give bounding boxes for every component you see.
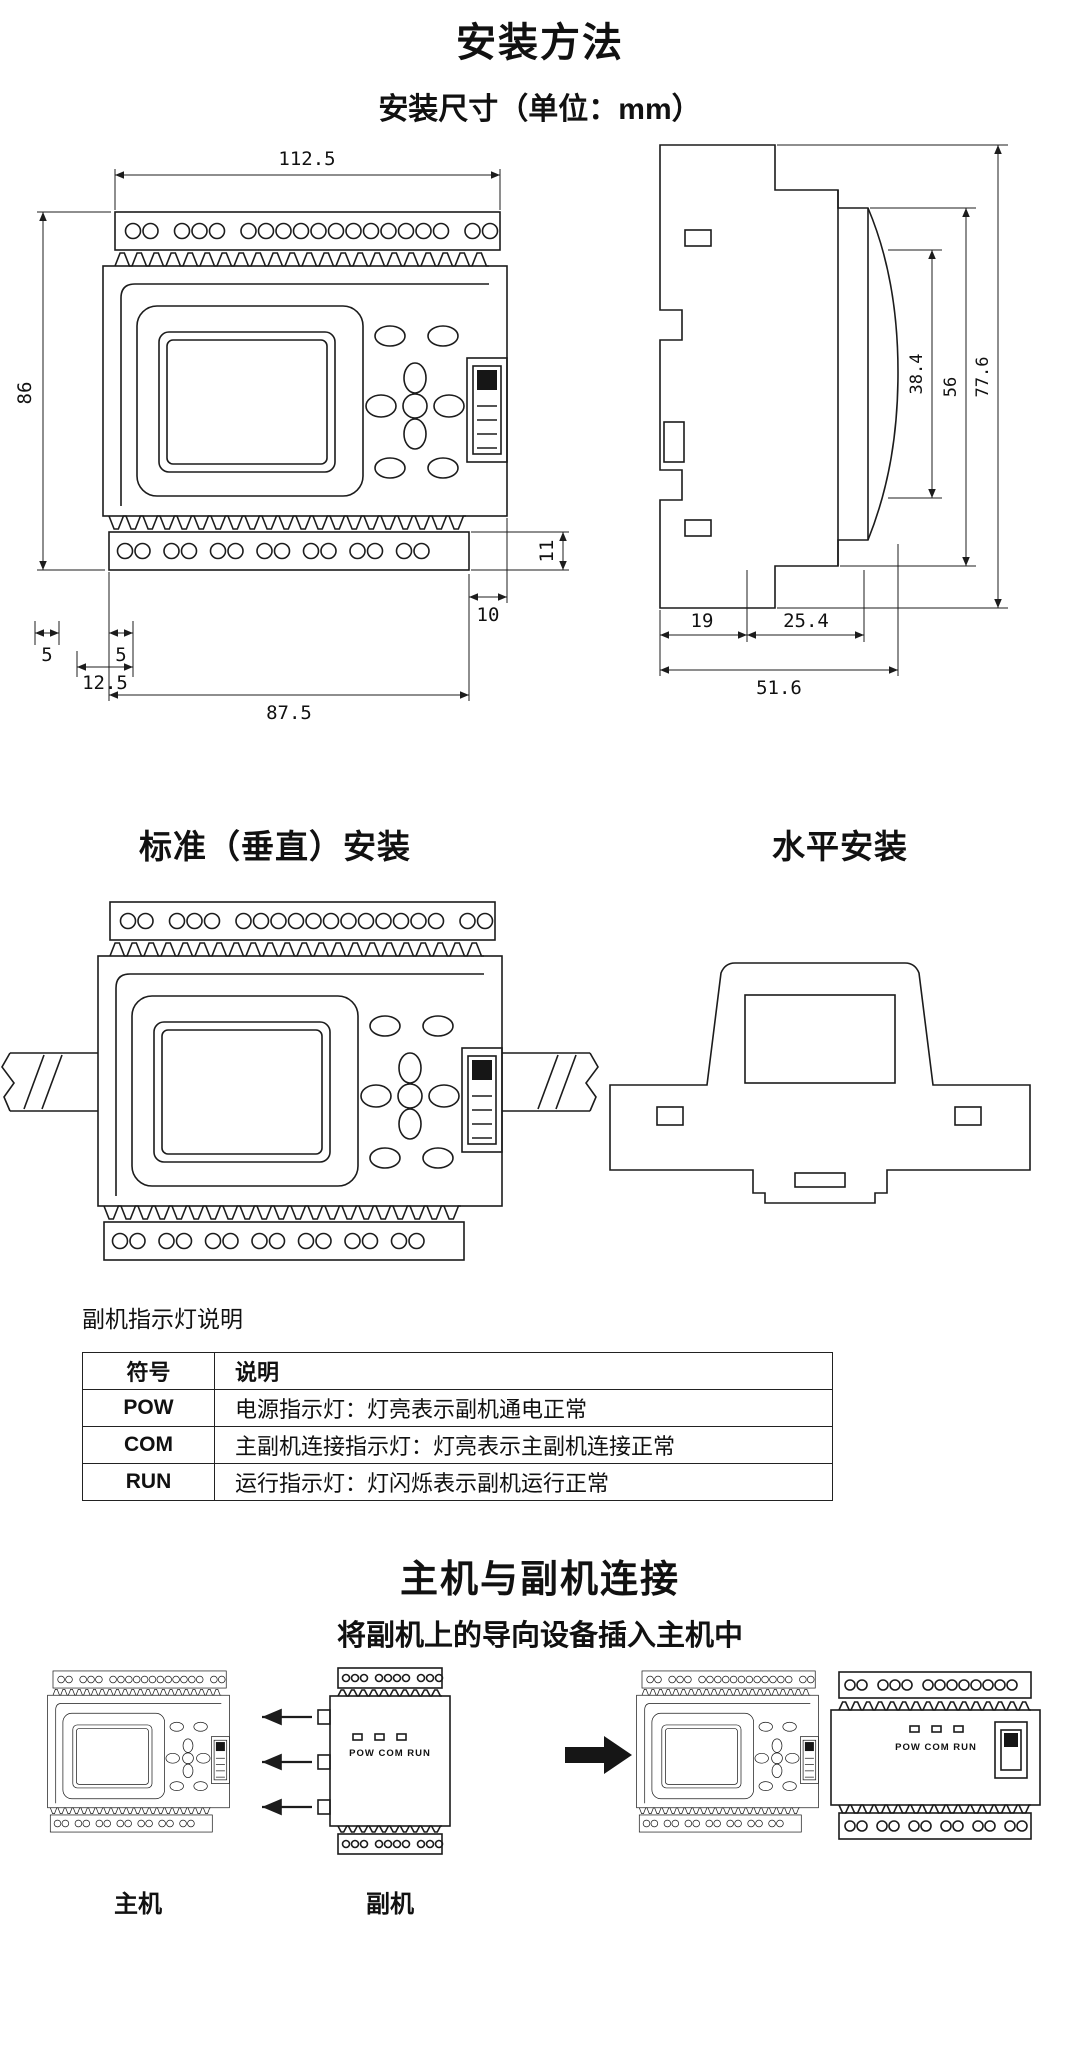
indicator-table: 符号 说明 POW 电源指示灯：灯亮表示副机通电正常 COM 主副机连接指示灯：… xyxy=(82,1352,833,1501)
dim-label: 77.6 xyxy=(973,357,993,398)
indicator-symbol: POW xyxy=(82,1389,215,1427)
page-subtitle: 安装尺寸（单位：mm） xyxy=(378,93,702,126)
horizontal-profile xyxy=(609,962,1031,1204)
module-side-profile xyxy=(659,144,899,609)
page-title: 安装方法 xyxy=(456,21,624,65)
din-rail xyxy=(1,1052,599,1112)
dim-overall-width xyxy=(114,169,501,210)
dim-rail-offset xyxy=(659,570,748,642)
slave-label: 副机 xyxy=(366,1891,414,1918)
dim-left-margin xyxy=(34,621,60,645)
dim-label: 112.5 xyxy=(278,148,335,170)
dim-label: 5 xyxy=(115,644,126,666)
indicator-description: 运行指示灯：灯闪烁表示副机运行正常 xyxy=(214,1463,833,1501)
slave-indicator-labels: POW COM RUN xyxy=(349,1748,431,1759)
table-row: COM 主副机连接指示灯：灯亮表示主副机连接正常 xyxy=(82,1426,833,1464)
dim-label: 5 xyxy=(41,644,52,666)
indicator-description: 电源指示灯：灯亮表示副机通电正常 xyxy=(214,1389,833,1427)
col-header-description: 说明 xyxy=(214,1352,833,1390)
dim-panel-depth xyxy=(840,207,976,567)
vertical-mount-title: 标准（垂直）安装 xyxy=(139,828,411,865)
connect-arrow-icon xyxy=(565,1736,632,1774)
indicator-caption: 副机指示灯说明 xyxy=(82,1306,243,1332)
insert-arrow-icons xyxy=(262,1708,312,1816)
horizontal-mount-drawing xyxy=(609,962,1031,1204)
dim-terminal-inset xyxy=(76,651,133,677)
dim-terminal-offset xyxy=(108,572,134,701)
dim-label: 86 xyxy=(15,382,36,405)
vertical-mount-drawing xyxy=(1,901,599,1261)
table-header-row: 符号 说明 xyxy=(82,1352,833,1390)
indicator-symbol: RUN xyxy=(82,1463,215,1501)
front-view-dimension-drawing: 112.5 86 11 10 5 5 12.5 xyxy=(15,148,569,724)
connection-title: 主机与副机连接 xyxy=(399,1559,680,1601)
table-row: POW 电源指示灯：灯亮表示副机通电正常 xyxy=(82,1389,833,1427)
dim-label: 10 xyxy=(477,604,500,626)
dim-overall-height xyxy=(37,211,111,571)
dim-overall-depth xyxy=(659,544,899,676)
slave-module xyxy=(317,1667,451,1855)
master-module xyxy=(47,1670,230,1833)
dim-label: 38.4 xyxy=(907,354,927,395)
col-header-symbol: 符号 xyxy=(82,1352,215,1390)
indicator-description: 主副机连接指示灯：灯亮表示主副机连接正常 xyxy=(214,1426,833,1464)
dim-label: 56 xyxy=(941,377,961,397)
horizontal-mount-title: 水平安装 xyxy=(772,828,908,865)
dim-terminal-height xyxy=(471,531,569,571)
connection-diagram: POW COM RUN POW COM RUN xyxy=(47,1667,1041,1855)
master-module-connected xyxy=(636,1670,819,1833)
dim-overall-height xyxy=(777,144,1008,609)
side-view-dimension-drawing: 38.4 56 77.6 19 25.4 51.6 xyxy=(659,144,1008,699)
dim-terminal-width xyxy=(109,574,470,701)
dim-label: 19 xyxy=(691,610,714,632)
dim-label: 51.6 xyxy=(756,677,802,699)
table-row: RUN 运行指示灯：灯闪烁表示副机运行正常 xyxy=(82,1463,833,1501)
dim-right-inset xyxy=(468,518,508,603)
dim-label: 12.5 xyxy=(82,672,128,694)
dim-label: 11 xyxy=(536,540,558,563)
connection-subtitle: 将副机上的导向设备插入主机中 xyxy=(336,1620,743,1652)
dim-face-depth xyxy=(888,249,942,499)
indicator-symbol: COM xyxy=(82,1426,215,1464)
dim-body-depth xyxy=(747,570,865,642)
slave-module-connected xyxy=(830,1671,1041,1840)
dim-label: 87.5 xyxy=(266,702,312,724)
slave-indicator-labels: POW COM RUN xyxy=(895,1742,977,1753)
dim-label: 25.4 xyxy=(783,610,829,632)
master-label: 主机 xyxy=(114,1891,162,1918)
